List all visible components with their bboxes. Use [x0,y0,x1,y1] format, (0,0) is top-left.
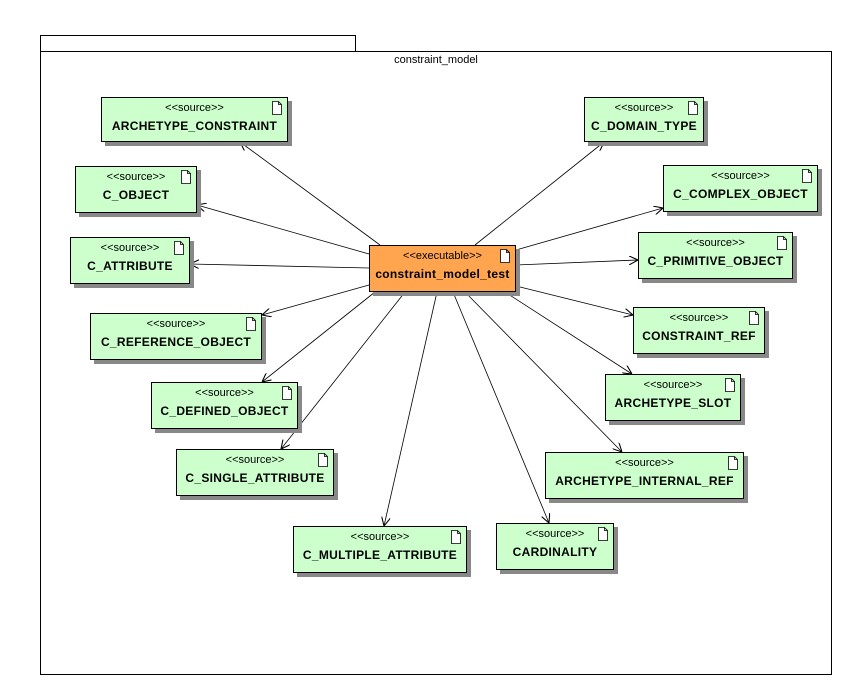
node-name: CARDINALITY [512,545,598,559]
node-name: C_COMPLEX_OBJECT [673,187,808,201]
node-stereotype: <<source>> [106,171,166,183]
node-stereotype: <<source>> [525,528,585,540]
node-name: C_OBJECT [102,188,170,202]
package-title: constraint_model [394,54,478,66]
document-icon [451,530,461,544]
document-icon [725,378,735,392]
node-stereotype: <<source>> [100,242,160,254]
node-name: C_PRIMITIVE_OBJECT [647,254,784,268]
document-icon [282,386,292,400]
document-icon [500,249,510,263]
node-name: ARCHETYPE_INTERNAL_REF [555,474,734,488]
dependency-arrow [197,205,370,255]
dependency-arrow [281,291,406,449]
node-name: C_ATTRIBUTE [87,259,173,273]
node-stereotype: <<source>> [711,170,770,182]
document-icon [272,101,282,115]
document-icon [598,527,608,541]
source-node-archetype-slot[interactable]: <<source>> ARCHETYPE_SLOT [605,374,741,421]
node-name: ARCHETYPE_SLOT [614,396,732,410]
node-name: C_REFERENCE_OBJECT [100,335,252,349]
dependency-arrow [240,142,381,246]
executable-node-constraint-model-test[interactable]: <<executable>> constraint_model_test [369,245,516,292]
node-name: ARCHETYPE_CONSTRAINT [111,119,278,133]
source-node-c-domain-type[interactable]: <<source>> C_DOMAIN_TYPE [584,97,704,142]
node-name: C_DEFINED_OBJECT [160,404,289,418]
dependency-arrow [515,285,633,315]
node-stereotype: <<source>> [643,379,703,391]
source-node-constraint-ref[interactable]: <<source>> CONSTRAINT_REF [633,307,765,354]
dependency-arrow [515,260,638,266]
node-name: CONSTRAINT_REF [642,329,756,343]
document-icon [246,317,256,331]
node-stereotype: <<source>> [669,312,729,324]
source-node-c-attribute[interactable]: <<source>> C_ATTRIBUTE [70,237,190,284]
source-node-c-multiple-attribute[interactable]: <<source>> C_MULTIPLE_ATTRIBUTE [293,526,467,573]
document-icon [728,456,738,470]
document-icon [749,311,759,325]
node-name: C_DOMAIN_TYPE [591,119,697,133]
dependency-arrow [515,208,663,251]
dependency-arrow [474,142,604,246]
source-node-c-reference-object[interactable]: <<source>> C_REFERENCE_OBJECT [90,313,262,360]
node-name: constraint_model_test [375,267,510,281]
source-node-c-object[interactable]: <<source>> C_OBJECT [75,166,197,213]
dependency-arrow [262,291,376,382]
source-node-cardinality[interactable]: <<source>> CARDINALITY [496,523,614,570]
source-node-c-complex-object[interactable]: <<source>> C_COMPLEX_OBJECT [663,165,818,212]
source-node-c-single-attribute[interactable]: <<source>> C_SINGLE_ATTRIBUTE [176,449,334,496]
document-icon [181,170,191,184]
source-node-c-primitive-object[interactable]: <<source>> C_PRIMITIVE_OBJECT [638,232,793,279]
node-stereotype: <<source>> [165,102,224,114]
node-name: C_MULTIPLE_ATTRIBUTE [302,548,458,562]
dependency-arrow [504,291,632,374]
dependency-arrow [464,291,622,452]
document-icon [777,236,787,250]
source-node-archetype-internal-ref[interactable]: <<source>> ARCHETYPE_INTERNAL_REF [545,452,744,499]
package-tab [40,35,356,51]
node-stereotype: <<source>> [146,318,206,330]
node-stereotype: <<source>> [195,387,254,399]
node-stereotype: <<source>> [686,237,745,249]
dependency-arrow [452,291,549,523]
node-stereotype: <<source>> [614,102,674,114]
source-node-archetype-constraint[interactable]: <<source>> ARCHETYPE_CONSTRAINT [101,97,288,142]
source-node-c-defined-object[interactable]: <<source>> C_DEFINED_OBJECT [151,382,298,429]
document-icon [174,241,184,255]
document-icon [318,453,328,467]
node-stereotype: <<source>> [615,457,674,469]
dependency-arrow [262,284,370,315]
dependency-arrow [384,291,438,526]
document-icon [802,169,812,183]
node-stereotype: <<executable>> [403,250,482,262]
dependency-arrow [190,264,370,268]
node-name: C_SINGLE_ATTRIBUTE [185,471,325,485]
document-icon [688,101,698,115]
node-stereotype: <<source>> [350,531,410,543]
node-stereotype: <<source>> [225,454,285,466]
